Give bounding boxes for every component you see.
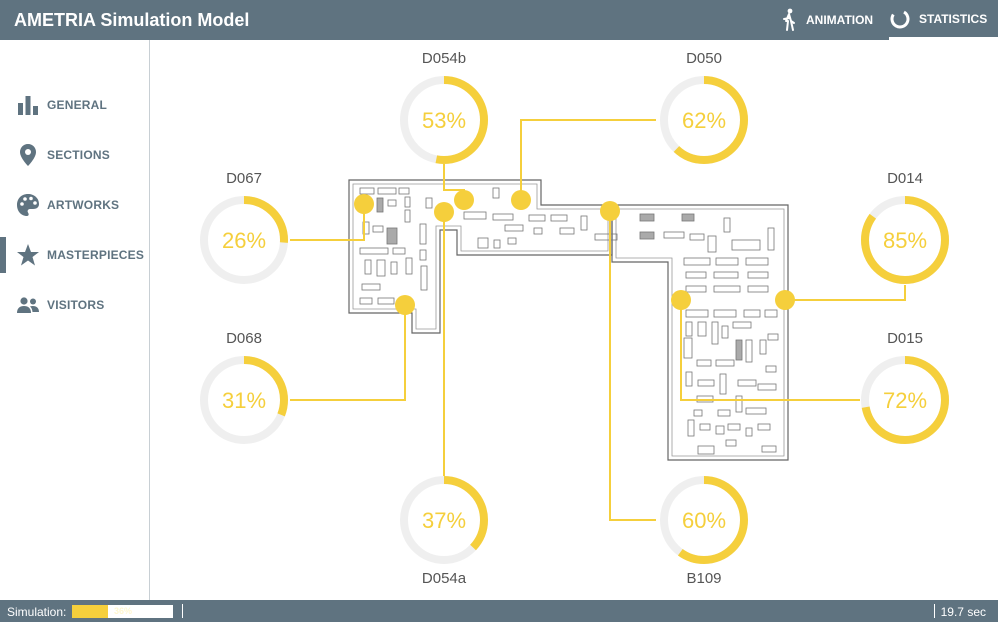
simulation-progress-bar: 36% [72,605,173,618]
room-label-b109: B109 [686,570,722,587]
statistics-tab[interactable]: STATISTICS [889,0,998,40]
connector-dot[interactable] [354,194,374,214]
simulation-progress-fill [72,605,109,618]
floor-plan-canvas [200,76,949,564]
connector-dot[interactable] [434,202,454,222]
gauge-value-b109: 60% [681,508,727,533]
connector-b109 [609,211,656,521]
gauge-value-d054a: 37% [421,508,467,533]
sidebar-item-masterpieces[interactable]: MASTERPIECES [0,237,149,273]
sidebar-item-artworks[interactable]: ARTWORKS [0,187,149,223]
gauge-value-d050: 62% [681,108,727,133]
gauge-arc-d014[interactable] [861,196,949,284]
map-pin-icon [20,144,36,166]
connector-d068 [290,305,406,401]
connector-dots [354,190,795,315]
room-label-d015: D015 [887,330,923,347]
connector-d050 [520,119,656,200]
status-divider [182,604,183,618]
connector-dot[interactable] [511,190,531,210]
app-title: AMETRIA Simulation Model [14,10,250,30]
room-label-d050: D050 [686,50,722,67]
gauge-arc-d054a[interactable] [400,476,488,564]
simulation-progress-text: 36% [114,606,133,616]
sidebar-item-visitors[interactable]: VISITORS [0,287,149,323]
gauge-value-d015: 72% [882,388,928,413]
connector-d014 [785,285,906,301]
gauge-value-d068: 31% [221,388,267,413]
simulation-time: 19.7 sec [940,605,986,619]
statistics-label: STATISTICS [919,11,988,26]
room-label-d054a: D054a [421,570,467,587]
palette-icon [17,194,39,216]
star-icon [17,244,39,266]
gauge-arc-d068[interactable] [200,356,288,444]
gauge-value-d067: 26% [221,228,267,253]
walking-person-icon [783,8,795,31]
gauge-value-d014: 85% [882,228,928,253]
gauges [200,76,949,564]
connector-lines [290,119,906,521]
sidebar-item-label: VISITORS [47,298,105,312]
bar-chart-icon [18,96,38,115]
room-label-d067: D067 [226,170,262,187]
gauge-arc-b109[interactable] [660,476,748,564]
connector-d015 [680,300,860,401]
animation-label: ANIMATION [806,13,874,27]
status-bar: Simulation: 36% 19.7 sec [0,600,998,622]
ring-chart-icon [890,9,910,28]
room-label-d054b: D054b [421,50,467,67]
connector-dot[interactable] [600,201,620,221]
sidebar-item-general[interactable]: GENERAL [0,87,149,123]
statistics-stage: D054b 53% D050 62% D067 26% D014 85% D06… [200,50,949,587]
floor-plan-furniture [359,187,779,455]
connector-d067 [290,204,365,241]
animation-tab[interactable]: ANIMATION [780,0,880,40]
status-divider [934,604,935,618]
room-label-d014: D014 [887,170,923,187]
gauge-arc-d054b[interactable] [400,76,488,164]
sidebar-item-sections[interactable]: SECTIONS [0,137,149,173]
gauge-arc-d015[interactable] [861,356,949,444]
sidebar-item-label: GENERAL [47,98,108,112]
sidebar-item-label: MASTERPIECES [47,248,145,262]
connector-dot[interactable] [671,290,691,310]
sidebar: GENERAL SECTIONS ARTWORKS MASTERPIECES [0,40,150,600]
connector-dot[interactable] [454,190,474,210]
connector-dot[interactable] [775,290,795,310]
gauge-arc-d067[interactable] [200,196,288,284]
gauge-value-d054b: 53% [421,108,467,133]
simulation-label: Simulation: [7,605,67,619]
gauge-arc-d050[interactable] [660,76,748,164]
room-label-d068: D068 [226,330,262,347]
people-icon [17,297,39,313]
sidebar-item-label: ARTWORKS [47,198,120,212]
app-header: AMETRIA Simulation Model ANIMATION STATI… [0,0,998,40]
floor-plan [348,179,789,461]
connector-dot[interactable] [395,295,415,315]
sidebar-item-label: SECTIONS [47,148,110,162]
